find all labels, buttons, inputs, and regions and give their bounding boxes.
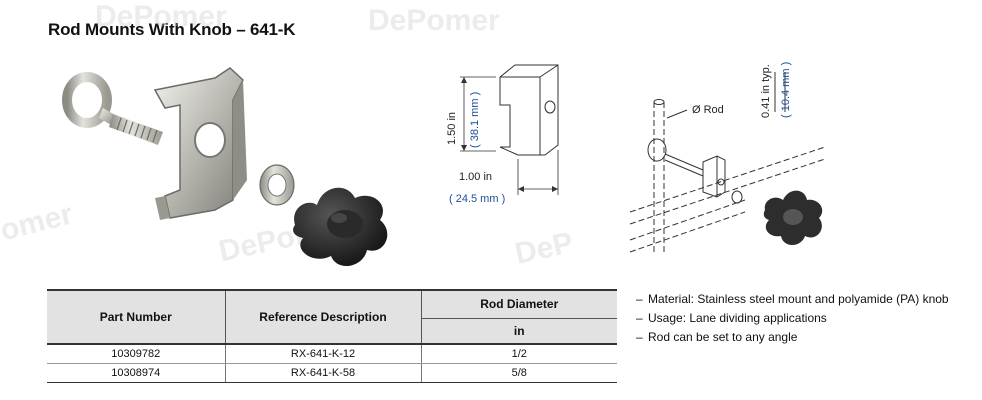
star-knob-icon: [293, 187, 388, 267]
watermark-text: DeP: [512, 226, 577, 271]
list-item: Rod can be set to any angle: [636, 328, 949, 347]
cell-reference: RX-641-K-58: [225, 363, 422, 383]
table-row: 10308974 RX-641-K-58 5/8: [47, 363, 617, 383]
cell-part-number: 10309782: [47, 344, 226, 364]
rod-label: Ø Rod: [692, 104, 724, 116]
spacing-dimension-mm: ( 10.4 mm ): [780, 61, 792, 118]
header-rod-unit: in: [421, 317, 617, 345]
installation-drawing: [629, 72, 826, 253]
header-rod-diameter: Rod Diameter: [421, 289, 617, 318]
cell-part-number: 10308974: [47, 363, 226, 383]
spec-table: Part Number Reference Description Rod Di…: [47, 289, 617, 383]
feature-list: Material: Stainless steel mount and poly…: [636, 290, 949, 347]
cell-diameter: 1/2: [421, 344, 617, 364]
width-dimension-mm: ( 24.5 mm ): [449, 193, 506, 205]
cell-reference: RX-641-K-12: [225, 344, 422, 364]
dimension-drawing: [460, 64, 559, 195]
height-dimension-mm: ( 38.1 mm ): [469, 91, 481, 148]
list-item: Usage: Lane dividing applications: [636, 309, 949, 328]
table-row: 10309782 RX-641-K-12 1/2: [47, 344, 617, 364]
list-item: Material: Stainless steel mount and poly…: [636, 290, 949, 309]
eye-bolt-icon: [62, 72, 163, 145]
mount-bracket-icon: [153, 67, 247, 220]
spacing-dimension-in: 0.41 in typ.: [760, 64, 772, 118]
watermark-text: DePomer: [368, 4, 500, 37]
header-part-number: Part Number: [47, 289, 226, 345]
product-photo: [62, 67, 388, 267]
washer-icon: [259, 164, 295, 206]
header-reference-description: Reference Description: [225, 289, 422, 345]
width-dimension-in: 1.00 in: [459, 171, 493, 183]
cell-diameter: 5/8: [421, 363, 617, 383]
height-dimension-in: 1.50 in: [446, 111, 458, 145]
page-title: Rod Mounts With Knob – 641-K: [48, 20, 296, 39]
